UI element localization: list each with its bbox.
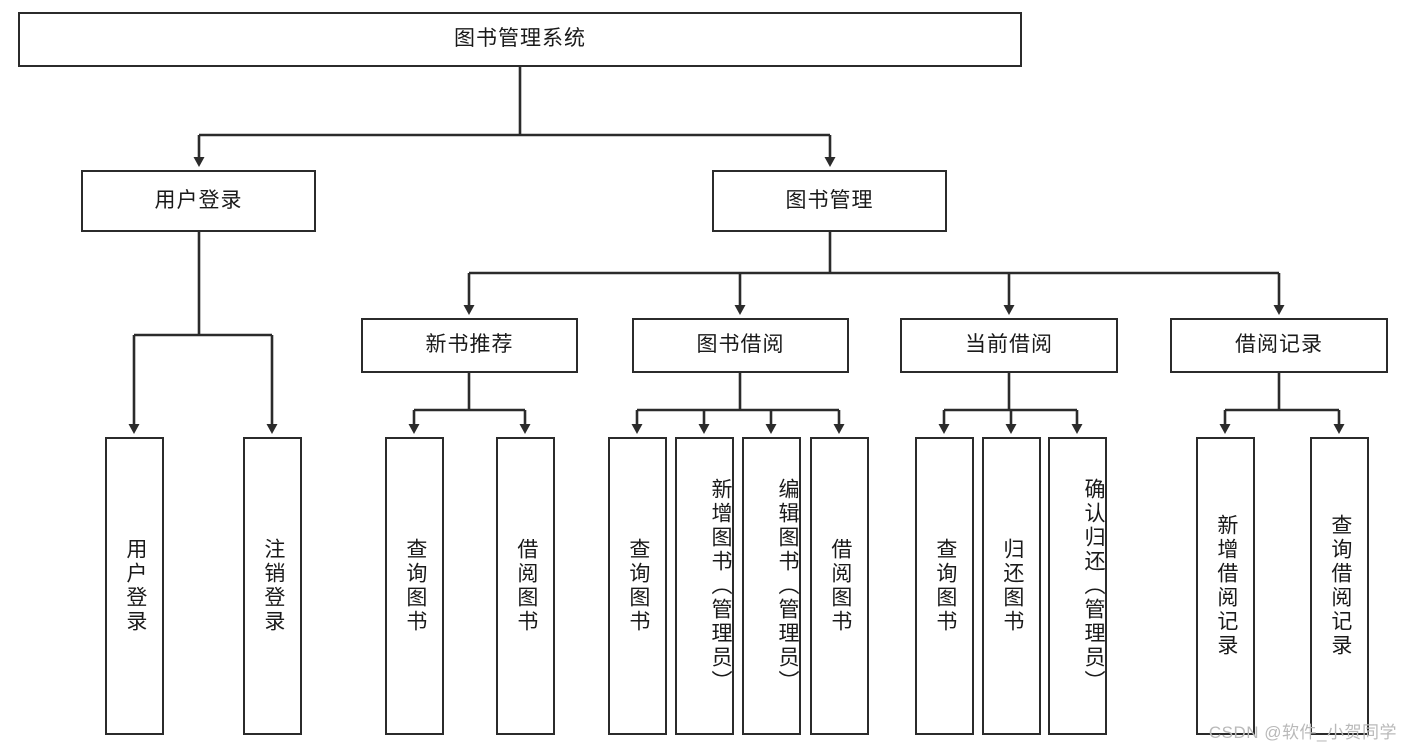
node-label: 新增图书（管理员）	[709, 478, 732, 694]
node-label: 图书管理	[785, 188, 874, 212]
leaf-user-login-login[interactable]: 用户登录	[105, 437, 164, 735]
node-user-login[interactable]: 用户登录	[81, 170, 316, 232]
node-label: 借阅图书	[828, 538, 852, 634]
node-label: 查询图书	[626, 538, 650, 634]
leaf-current-borrow-confirm-return-admin[interactable]: 确认归还（管理员）	[1048, 437, 1107, 735]
node-label: 图书管理系统	[454, 27, 586, 51]
node-label: 新书推荐	[425, 333, 514, 357]
node-label: 注销登录	[261, 538, 285, 634]
node-label: 图书借阅	[696, 333, 785, 357]
leaf-book-borrow-edit-admin[interactable]: 编辑图书（管理员）	[742, 437, 801, 735]
node-label: 用户登录	[123, 538, 147, 634]
leaf-new-book-borrow[interactable]: 借阅图书	[496, 437, 555, 735]
node-label: 归还图书	[1000, 538, 1024, 634]
node-label: 用户登录	[154, 188, 243, 212]
node-current-borrow[interactable]: 当前借阅	[900, 318, 1118, 373]
leaf-book-borrow-query[interactable]: 查询图书	[608, 437, 667, 735]
leaf-user-login-logout[interactable]: 注销登录	[243, 437, 302, 735]
leaf-book-borrow-borrow[interactable]: 借阅图书	[810, 437, 869, 735]
watermark: CSDN @软件_小贺同学	[1208, 723, 1397, 742]
node-label: 编辑图书（管理员）	[776, 478, 799, 694]
leaf-current-borrow-query[interactable]: 查询图书	[915, 437, 974, 735]
leaf-new-book-query[interactable]: 查询图书	[385, 437, 444, 735]
node-book-management[interactable]: 图书管理	[712, 170, 947, 232]
leaf-borrow-record-query[interactable]: 查询借阅记录	[1310, 437, 1369, 735]
leaf-current-borrow-return[interactable]: 归还图书	[982, 437, 1041, 735]
node-borrow-record[interactable]: 借阅记录	[1170, 318, 1388, 373]
node-new-book-recommend[interactable]: 新书推荐	[361, 318, 578, 373]
leaf-book-borrow-add-admin[interactable]: 新增图书（管理员）	[675, 437, 734, 735]
node-book-borrow[interactable]: 图书借阅	[632, 318, 849, 373]
node-label: 查询借阅记录	[1328, 514, 1352, 658]
node-label: 当前借阅	[965, 333, 1053, 357]
node-label: 借阅图书	[514, 538, 538, 634]
leaf-borrow-record-add[interactable]: 新增借阅记录	[1196, 437, 1255, 735]
node-label: 借阅记录	[1235, 333, 1323, 357]
node-label: 查询图书	[933, 538, 957, 634]
node-label: 确认归还（管理员）	[1082, 478, 1105, 694]
node-label: 查询图书	[403, 538, 427, 634]
node-label: 新增借阅记录	[1214, 514, 1238, 658]
node-root-book-management-system[interactable]: 图书管理系统	[18, 12, 1022, 67]
